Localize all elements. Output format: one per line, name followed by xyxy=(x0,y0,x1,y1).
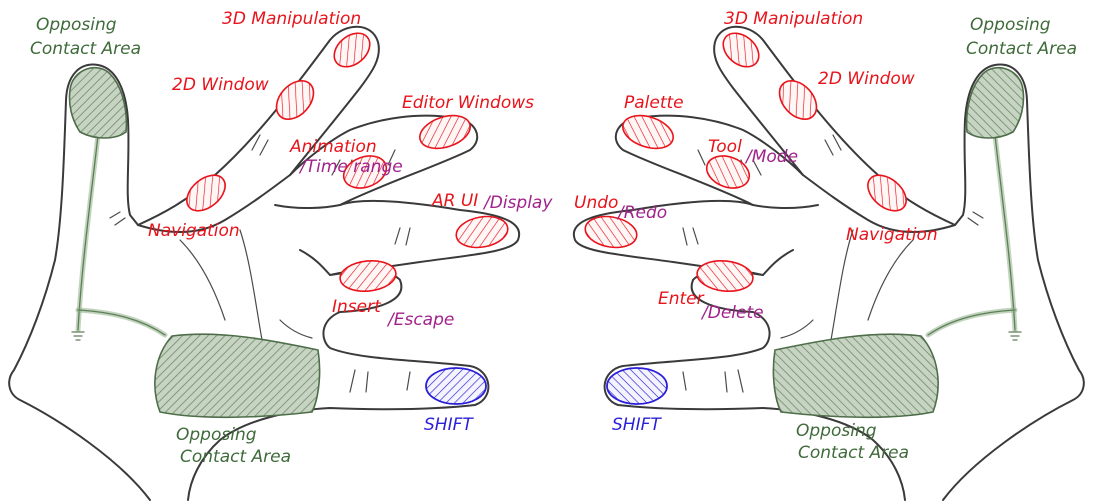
right-pad-3d-manipulation xyxy=(717,26,766,73)
right-contact-line-glow-2 xyxy=(928,310,1015,335)
left-shift-creases xyxy=(350,370,410,392)
left-2d-window-label: 2D Window xyxy=(172,75,269,95)
right-opposing-contact-area-bottom xyxy=(773,334,938,417)
left-animation-label: Animation xyxy=(289,137,377,157)
left-ring-creases xyxy=(395,228,410,245)
left-pad-shift xyxy=(426,368,486,404)
left-shift-label: SHIFT xyxy=(424,415,474,435)
right-palette-label: Palette xyxy=(624,93,684,113)
left-palm-line-1 xyxy=(180,240,225,320)
right-pad-shift xyxy=(607,368,667,404)
right-enter-label: Enter xyxy=(658,289,705,309)
right-opposing-contact-area-top xyxy=(967,68,1024,138)
right-redo-label: /Redo xyxy=(616,203,667,223)
left-navigation-label: Navigation xyxy=(148,221,240,241)
left-escape-label: /Escape xyxy=(386,310,454,330)
right-palm-line-3 xyxy=(781,320,813,338)
left-time-range-label: /Time range xyxy=(298,157,403,177)
left-opposing-top-label-1: Opposing xyxy=(36,15,117,35)
right-undo-label: Undo xyxy=(574,193,618,213)
left-pad-navigation xyxy=(180,168,232,218)
right-finger-divider-2 xyxy=(753,205,818,208)
left-pad-insert xyxy=(339,258,398,294)
right-opposing-top-label-2: Contact Area xyxy=(966,39,1077,59)
right-palm-line-1 xyxy=(868,240,913,320)
right-3d-manipulation-label: 3D Manipulation xyxy=(724,9,863,29)
right-opposing-bottom-label-1: Opposing xyxy=(796,421,877,441)
right-middle-creases xyxy=(825,135,841,155)
right-pad-2d-window xyxy=(772,74,824,127)
left-middle-creases xyxy=(252,135,268,155)
left-opposing-contact-area-bottom xyxy=(155,334,320,417)
right-mode-label: /Mode xyxy=(744,147,798,167)
left-editor-windows-label: Editor Windows xyxy=(402,93,534,113)
left-ground-icon xyxy=(72,332,84,340)
right-navigation-label: Navigation xyxy=(846,225,938,245)
left-pad-2d-window xyxy=(269,74,321,127)
right-thumb-creases xyxy=(968,212,983,225)
right-palm-line-2 xyxy=(831,230,853,340)
left-insert-label: Insert xyxy=(332,297,382,317)
left-finger-divider-2 xyxy=(275,205,340,208)
right-2d-window-label: 2D Window xyxy=(818,69,915,89)
left-thumb-creases xyxy=(110,212,125,225)
right-pad-enter xyxy=(696,258,755,294)
right-opposing-bottom-label-2: Contact Area xyxy=(798,443,909,463)
right-delete-label: /Delete xyxy=(700,303,764,323)
left-opposing-contact-area-top xyxy=(69,68,126,138)
left-display-label: /Display xyxy=(482,193,553,213)
right-shift-creases xyxy=(683,370,743,392)
left-contact-line-2 xyxy=(78,310,165,335)
left-contact-line-glow-2 xyxy=(78,310,165,335)
right-opposing-top-label-1: Opposing xyxy=(970,15,1051,35)
right-tool-label: Tool xyxy=(708,137,742,157)
left-ar-ui-label: AR UI xyxy=(431,191,478,211)
left-palm-line-3 xyxy=(280,320,312,338)
left-finger-divider-3 xyxy=(300,250,330,275)
right-contact-line-2 xyxy=(928,310,1015,335)
left-palm-line-2 xyxy=(240,230,262,340)
left-opposing-bottom-label-2: Contact Area xyxy=(180,447,291,467)
right-finger-divider-3 xyxy=(763,250,793,275)
left-pad-3d-manipulation xyxy=(328,26,377,73)
right-ring-creases xyxy=(683,228,698,245)
right-shift-label: SHIFT xyxy=(612,415,662,435)
left-opposing-bottom-label-1: Opposing xyxy=(176,425,257,445)
left-opposing-top-label-2: Contact Area xyxy=(30,39,141,59)
right-pad-navigation xyxy=(861,168,913,218)
right-ground-icon xyxy=(1009,332,1021,340)
left-3d-manipulation-label: 3D Manipulation xyxy=(222,9,361,29)
